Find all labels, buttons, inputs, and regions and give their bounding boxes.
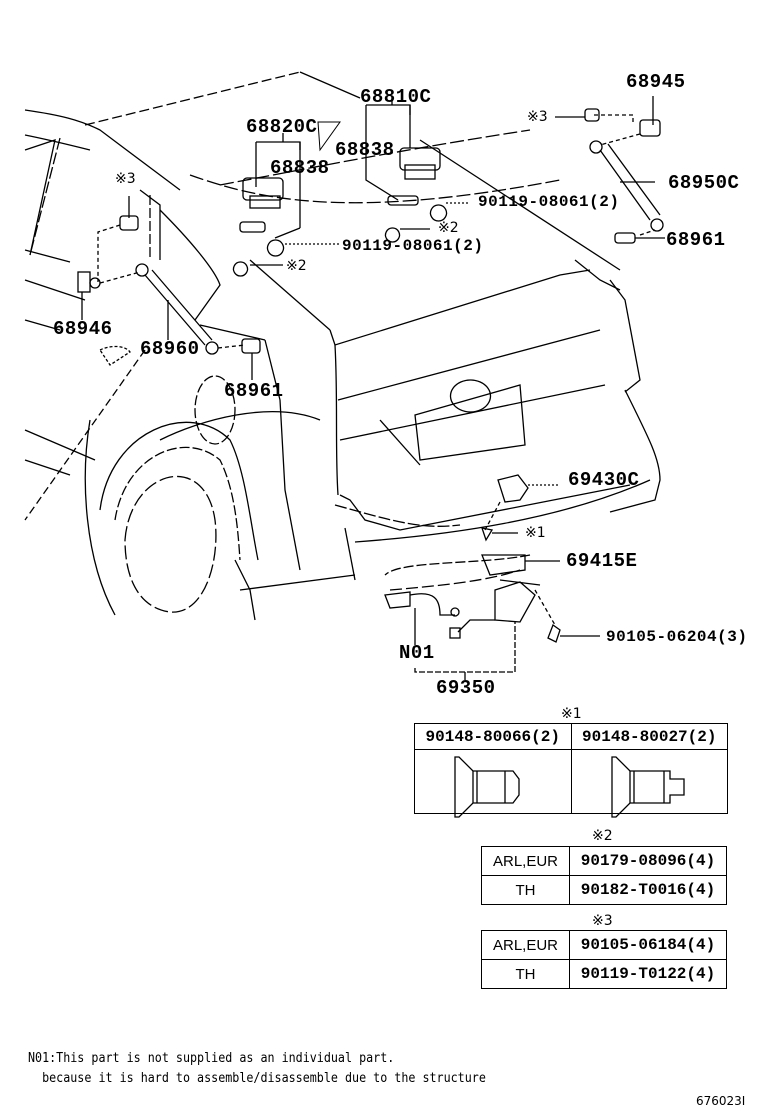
part-number-cell: 90179-08096(4) [569, 846, 727, 876]
callout-ref3: ※3 [115, 171, 136, 187]
callout-ref2: ※2 [286, 258, 307, 274]
callout-69430C: 69430C [568, 469, 640, 491]
footnote-line-1: N01:This part is not supplied as an indi… [28, 1051, 395, 1066]
callout-68838: 68838 [335, 139, 395, 161]
callout-68820C: 68820C [246, 116, 318, 138]
callout-90119-08061: 90119-08061(2) [478, 193, 620, 211]
hinge-assembly-right [365, 97, 470, 243]
callout-90105-06204: 90105-06204(3) [606, 628, 748, 646]
region-cell: ARL,EUR [481, 930, 570, 960]
callout-68961: 68961 [666, 229, 726, 251]
callout-68960: 68960 [140, 338, 200, 360]
callout-90119-08061: 90119-08061(2) [342, 237, 484, 255]
callout-68945: 68945 [626, 71, 686, 93]
damper-stay-right [555, 96, 665, 244]
callout-69415E: 69415E [566, 550, 638, 572]
table-row: ARL,EUR 90179-08096(4) [481, 846, 727, 876]
lock-assembly [384, 474, 600, 680]
part-number-cell: 90182-T0016(4) [569, 875, 727, 905]
callout-68950C: 68950C [668, 172, 740, 194]
table1-image-cell [570, 749, 728, 814]
callout-ref3: ※3 [527, 109, 548, 125]
table3-caption: ※3 [592, 913, 613, 929]
callout-68946: 68946 [53, 318, 113, 340]
callout-ref2: ※2 [438, 220, 459, 236]
part-number-cell: 90105-06184(4) [569, 930, 727, 960]
footnote-line-2: because it is hard to assemble/disassemb… [28, 1071, 486, 1086]
damper-stay-left [77, 196, 261, 380]
table1-header-part: 90148-80027(2) [570, 723, 728, 750]
car-body-outline [24, 71, 661, 621]
figure-id: 676023I [696, 1094, 746, 1108]
table1-header-part: 90148-80066(2) [414, 723, 572, 750]
callout-68838: 68838 [270, 157, 330, 179]
table1-caption: ※1 [561, 706, 582, 722]
table-row: ARL,EUR 90105-06184(4) [481, 930, 727, 960]
ref1-table: 90148-80066(2) 90148-80027(2) [414, 723, 728, 814]
ref3-table: ARL,EUR 90105-06184(4) TH 90119-T0122(4) [481, 930, 727, 989]
hinge-assembly-left [232, 121, 341, 277]
callout-69350: 69350 [436, 677, 496, 699]
table-row: TH 90182-T0016(4) [481, 875, 727, 905]
callout-68961: 68961 [224, 380, 284, 402]
region-cell: ARL,EUR [481, 846, 570, 876]
callout-N01: N01 [399, 642, 435, 664]
part-number-cell: 90119-T0122(4) [569, 959, 727, 989]
ref2-table: ARL,EUR 90179-08096(4) TH 90182-T0016(4) [481, 846, 727, 905]
table2-caption: ※2 [592, 828, 613, 844]
callout-ref1: ※1 [525, 525, 546, 541]
region-cell: TH [481, 959, 570, 989]
table1-image-cell [414, 749, 572, 814]
region-cell: TH [481, 875, 570, 905]
callout-68810C: 68810C [360, 86, 432, 108]
table-row: TH 90119-T0122(4) [481, 959, 727, 989]
